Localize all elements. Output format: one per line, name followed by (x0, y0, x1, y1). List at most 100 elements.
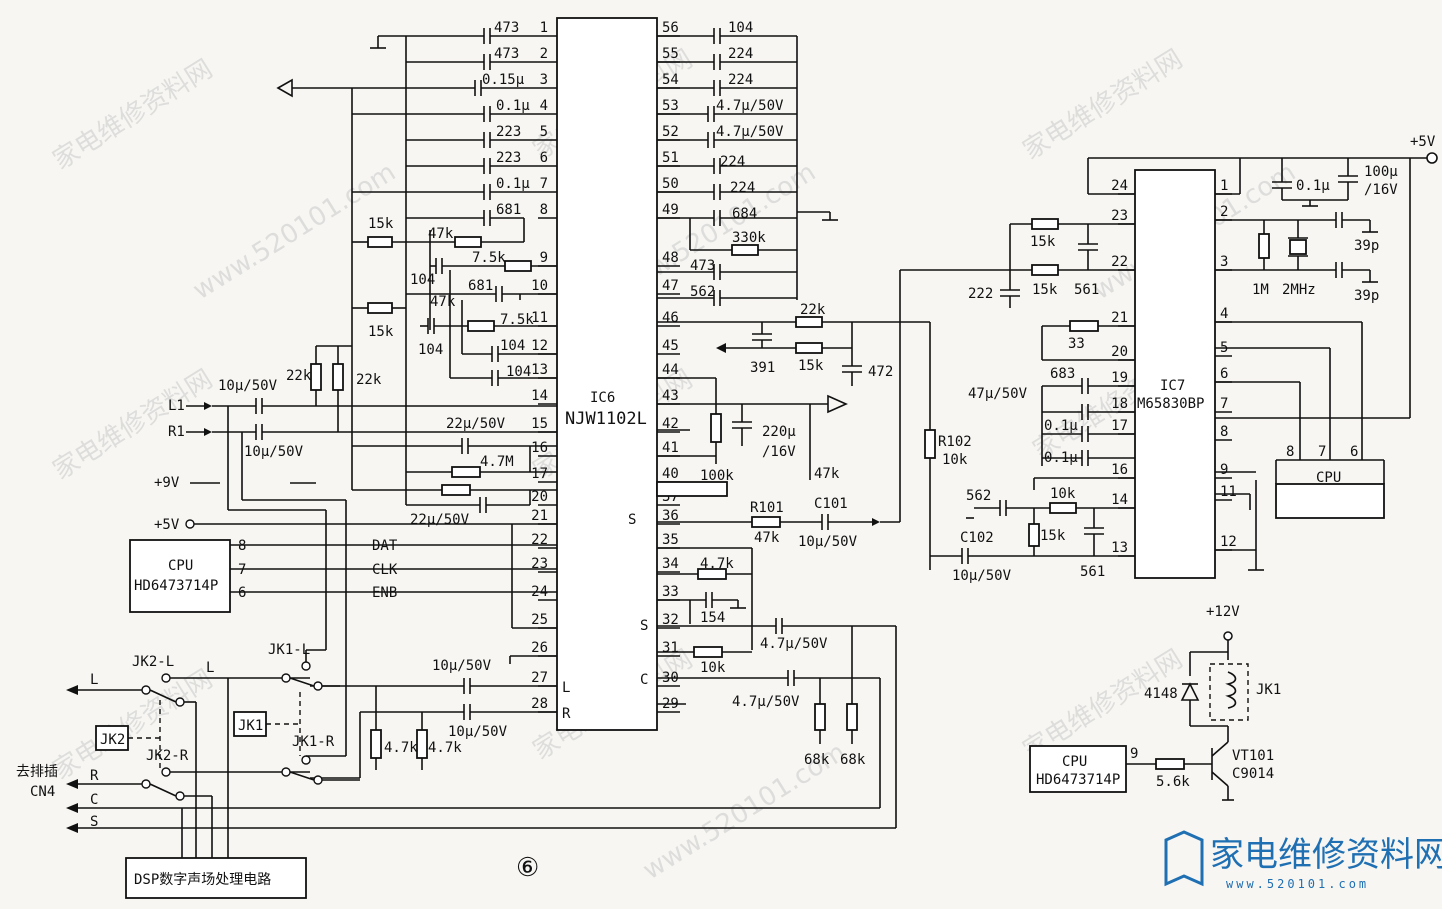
pin-number: 23 (1111, 208, 1128, 224)
pin-number: 7 (1220, 396, 1228, 412)
component-label: 10μ/50V (798, 534, 858, 550)
cpu-main-pin-7: 7 (238, 562, 246, 578)
label-jk2-l: JK2-L (132, 654, 174, 670)
component-label: 223 (496, 150, 521, 166)
watermark-text: 家电维修资料网 (48, 364, 218, 486)
component-label: 0.1μ (1044, 418, 1078, 434)
label-jk1: JK1 (238, 718, 263, 734)
pin-number: 12 (1220, 534, 1237, 550)
cpu-right-pin-6: 6 (1350, 444, 1358, 460)
dsp-box (125, 857, 307, 899)
pin-number: 8 (1220, 424, 1228, 440)
component-label: 104 (506, 364, 531, 380)
component-label: 224 (728, 72, 753, 88)
signal-clk: CLK (372, 562, 398, 578)
output-l: L (90, 672, 98, 688)
ic6-ref: IC6 (590, 390, 615, 406)
pin-number: 24 (1111, 178, 1128, 194)
component-label: 681 (496, 202, 521, 218)
pin-number: 13 (1111, 540, 1128, 556)
component-label: 10k (1050, 486, 1076, 502)
pin-number: 49 (662, 202, 679, 218)
pin-number: 27 (531, 670, 548, 686)
pin-number: 25 (531, 612, 548, 628)
pin-number: 13 (531, 362, 548, 378)
component-label: 22k (356, 372, 382, 388)
component-label: 222 (968, 286, 993, 302)
pin-number: 11 (1220, 484, 1237, 500)
component-label: 681 (468, 278, 493, 294)
pin-number: 2 (1220, 204, 1228, 220)
pin-number: 55 (662, 46, 679, 62)
relay-transistor-part: C9014 (1232, 766, 1274, 782)
pin-number: 43 (662, 388, 679, 404)
component-label: 15k (1030, 234, 1056, 250)
pin-number: 1 (1220, 178, 1228, 194)
pin-number: 17 (531, 466, 548, 482)
pin-number: 31 (662, 640, 679, 656)
pin-number: 52 (662, 124, 679, 140)
pin-number: 8 (540, 202, 548, 218)
component-label: 104 (410, 272, 435, 288)
pin-number: 7 (540, 176, 548, 192)
pin-number: 23 (531, 556, 548, 572)
component-label: /16V (762, 444, 796, 460)
cpu-main-pin-8: 8 (238, 538, 246, 554)
site-logo: 家电维修资料网 www.520101.com (1164, 830, 1442, 891)
pin-number: 16 (1111, 462, 1128, 478)
pin-number: 21 (531, 508, 548, 524)
component-label: 0.1μ (1044, 450, 1078, 466)
pin-number: 4 (540, 98, 548, 114)
component-label: 224 (720, 154, 745, 170)
pin-number: 51 (662, 150, 679, 166)
component-label: 15k (368, 216, 394, 232)
label-jk1-r: JK1-R (292, 734, 335, 750)
pin-number: 33 (662, 584, 679, 600)
cpu-relay-box (1029, 745, 1127, 793)
pin-number: 1 (540, 20, 548, 36)
pin-number: 22 (1111, 254, 1128, 270)
component-label: R101 (750, 500, 784, 516)
cpu-right-pin-7: 7 (1318, 444, 1326, 460)
component-label: 683 (1050, 366, 1075, 382)
pin-number: 12 (531, 338, 548, 354)
component-label: C102 (960, 530, 994, 546)
component-label: 104 (418, 342, 443, 358)
component-label: 22k (286, 368, 312, 384)
component-label: /16V (1364, 182, 1398, 198)
ic6-pin-label-c: C (640, 672, 648, 688)
resistor-47k-a: 4.7k (384, 740, 418, 756)
pin-number: 26 (531, 640, 548, 656)
component-label: 15k (1032, 282, 1058, 298)
labels-ic7: 15k 15k 561 222 33 683 47μ/50V 0.1μ 0.1μ… (938, 134, 1436, 584)
logo-text: 家电维修资料网 (1210, 835, 1442, 875)
label-jk1-l: JK1-L (268, 642, 310, 658)
signal-dat: DAT (372, 538, 398, 554)
component-label: 684 (732, 206, 757, 222)
pin-number: 22 (531, 532, 548, 548)
cpu-right-name: CPU (1316, 470, 1341, 486)
ic6-left-network (186, 28, 557, 779)
component-label: 0.15μ (482, 72, 525, 88)
component-label: 224 (728, 46, 753, 62)
dest-label: 去排插 (16, 764, 58, 780)
component-label: 15k (368, 324, 394, 340)
pin-number: 20 (1111, 344, 1128, 360)
pin-number: 28 (531, 696, 548, 712)
ic7-ref: IC7 (1160, 378, 1185, 394)
cap-10u-b: 10μ/50V (448, 724, 508, 740)
relay-transistor: VT101 (1232, 748, 1274, 764)
cpu-relay-name: CPU (1062, 754, 1087, 770)
component-label: 4.7μ/50V (716, 98, 784, 114)
pin-number: 34 (662, 556, 679, 572)
component-label: 47μ/50V (968, 386, 1028, 402)
cpu-relay-part: HD6473714P (1036, 772, 1120, 788)
component-label: 47k (430, 294, 456, 310)
component-label: 10μ/50V (952, 568, 1012, 584)
label-jk2-r: JK2-R (146, 748, 189, 764)
component-label: 561 (1074, 282, 1099, 298)
relay-diode: 4148 (1144, 686, 1178, 702)
ic6-pin-label-s: S (640, 618, 648, 634)
dsp-label: DSP数字声场处理电路 (134, 872, 271, 888)
